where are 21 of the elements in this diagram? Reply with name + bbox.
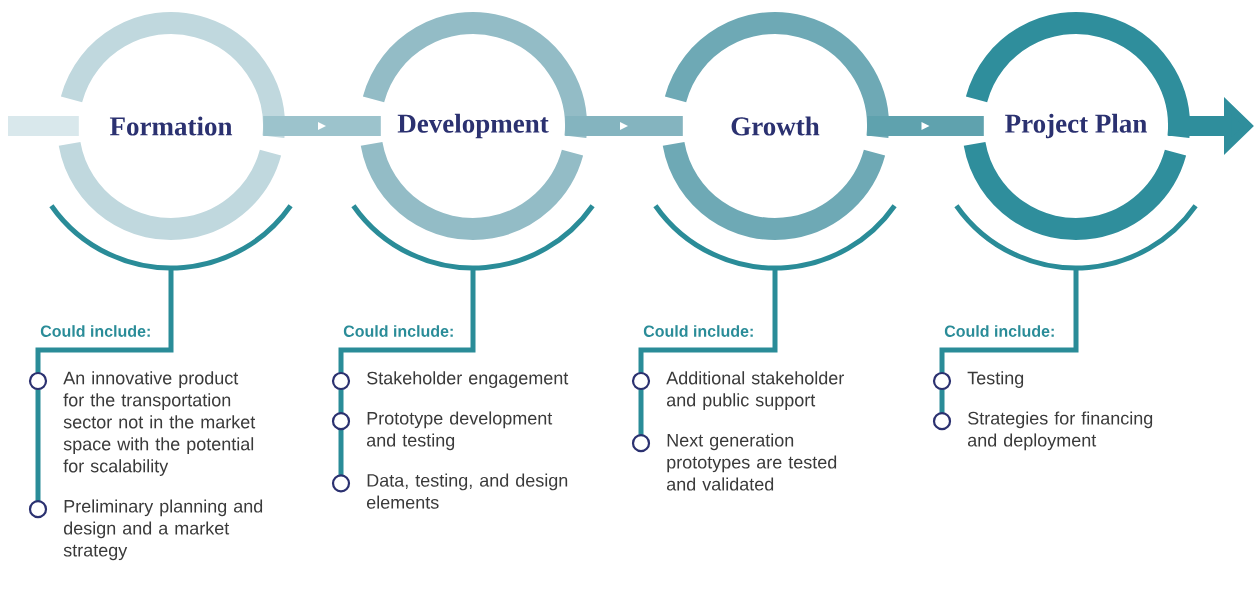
list-item: An innovative product for the transportation sector not in the market space with the potential for scalability: [63, 371, 256, 476]
list-item: Prototype development and testing: [366, 411, 553, 451]
heading-label: Could include:: [40, 325, 150, 337]
list-item: Data, testing, and design elements: [366, 473, 568, 509]
heading-label: Could include:: [643, 325, 753, 337]
stage-ring: Development: [360, 12, 587, 240]
flow-band: [8, 116, 79, 136]
flow-band: [565, 116, 683, 136]
heading-label: Could include:: [343, 325, 453, 337]
list-item: Testing: [967, 371, 1024, 388]
list-item: Stakeholder engagement: [367, 371, 569, 388]
list-item: Preliminary planning and design and a market strategy: [63, 499, 263, 561]
stage-ring: Project Plan: [963, 12, 1190, 240]
flow-band: [867, 116, 984, 136]
heading-label: Could include:: [944, 325, 1054, 337]
stage-ring: Formation: [58, 12, 285, 240]
flow-band: [263, 116, 381, 136]
list-item: Strategies for financing and deployment: [968, 411, 1153, 451]
list-item: Additional stakeholder and public support: [666, 371, 844, 410]
stage-ring: Growth: [662, 12, 889, 240]
list-item: Next generation prototypes are tested and validated: [667, 433, 837, 491]
